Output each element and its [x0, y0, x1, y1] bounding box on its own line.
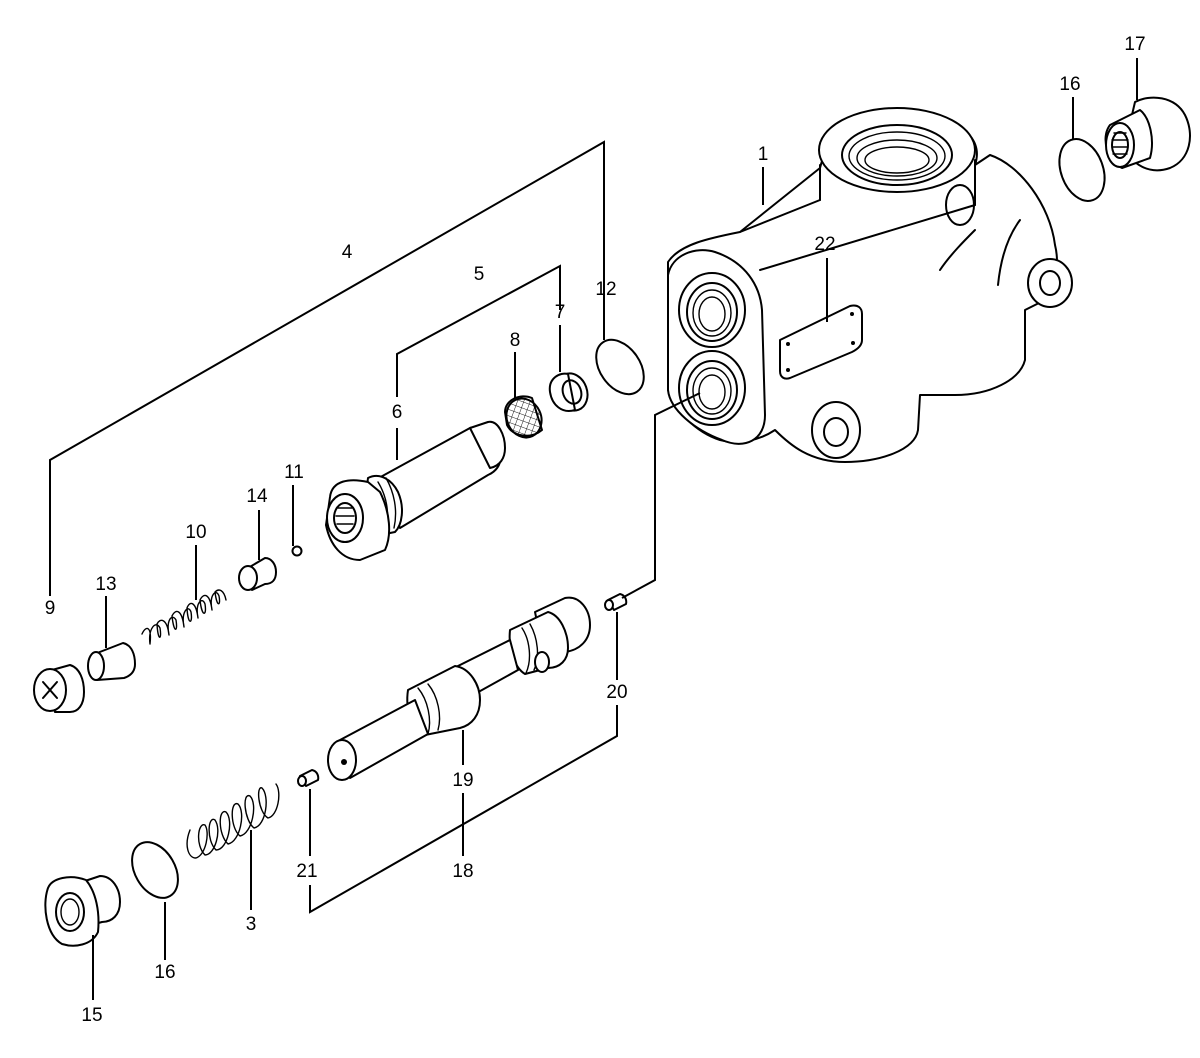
pin-20 — [604, 593, 628, 611]
o-ring-top-right — [1058, 138, 1106, 202]
nameplate — [779, 304, 863, 380]
plug-bottom-left — [44, 875, 121, 947]
callout-5: 5 — [474, 264, 485, 285]
filter-8 — [504, 395, 543, 439]
callout-11: 11 — [284, 462, 304, 483]
leader-lines — [49, 58, 1138, 1000]
callout-8: 8 — [510, 330, 521, 351]
valve-body — [667, 107, 1073, 463]
callout-9: 9 — [45, 598, 56, 619]
callout-16-bottom: 16 — [154, 962, 175, 983]
callout-13: 13 — [95, 574, 116, 595]
spool-19 — [327, 596, 591, 781]
housing-6 — [325, 420, 506, 561]
callout-21: 21 — [296, 861, 317, 882]
poppet-14 — [238, 557, 277, 591]
callout-17: 17 — [1124, 34, 1145, 55]
callout-22: 22 — [814, 234, 835, 255]
ball-11 — [291, 545, 303, 557]
callout-14: 14 — [246, 486, 268, 507]
plug-top-right — [1104, 96, 1191, 172]
cap-9 — [33, 664, 85, 713]
callout-18: 18 — [452, 861, 473, 882]
ring-7 — [548, 372, 589, 412]
spring-10 — [141, 589, 227, 645]
callout-19: 19 — [452, 770, 473, 791]
callout-labels: 1 17 16 22 4 5 12 7 8 6 11 14 10 13 9 20… — [45, 34, 1146, 1026]
callout-10: 10 — [185, 522, 206, 543]
callout-12: 12 — [595, 279, 616, 300]
callout-20: 20 — [606, 682, 627, 703]
callout-16-top: 16 — [1059, 74, 1080, 95]
sleeve-13 — [87, 642, 136, 681]
o-ring-bottom — [131, 841, 179, 899]
callout-7: 7 — [555, 302, 566, 323]
spring-3 — [186, 783, 280, 859]
callout-1: 1 — [758, 144, 769, 165]
callout-15: 15 — [81, 1005, 102, 1026]
o-ring-12 — [595, 338, 645, 396]
callout-3: 3 — [246, 914, 257, 935]
pin-21 — [297, 769, 320, 787]
callout-6: 6 — [392, 402, 403, 423]
callout-4: 4 — [342, 242, 353, 263]
